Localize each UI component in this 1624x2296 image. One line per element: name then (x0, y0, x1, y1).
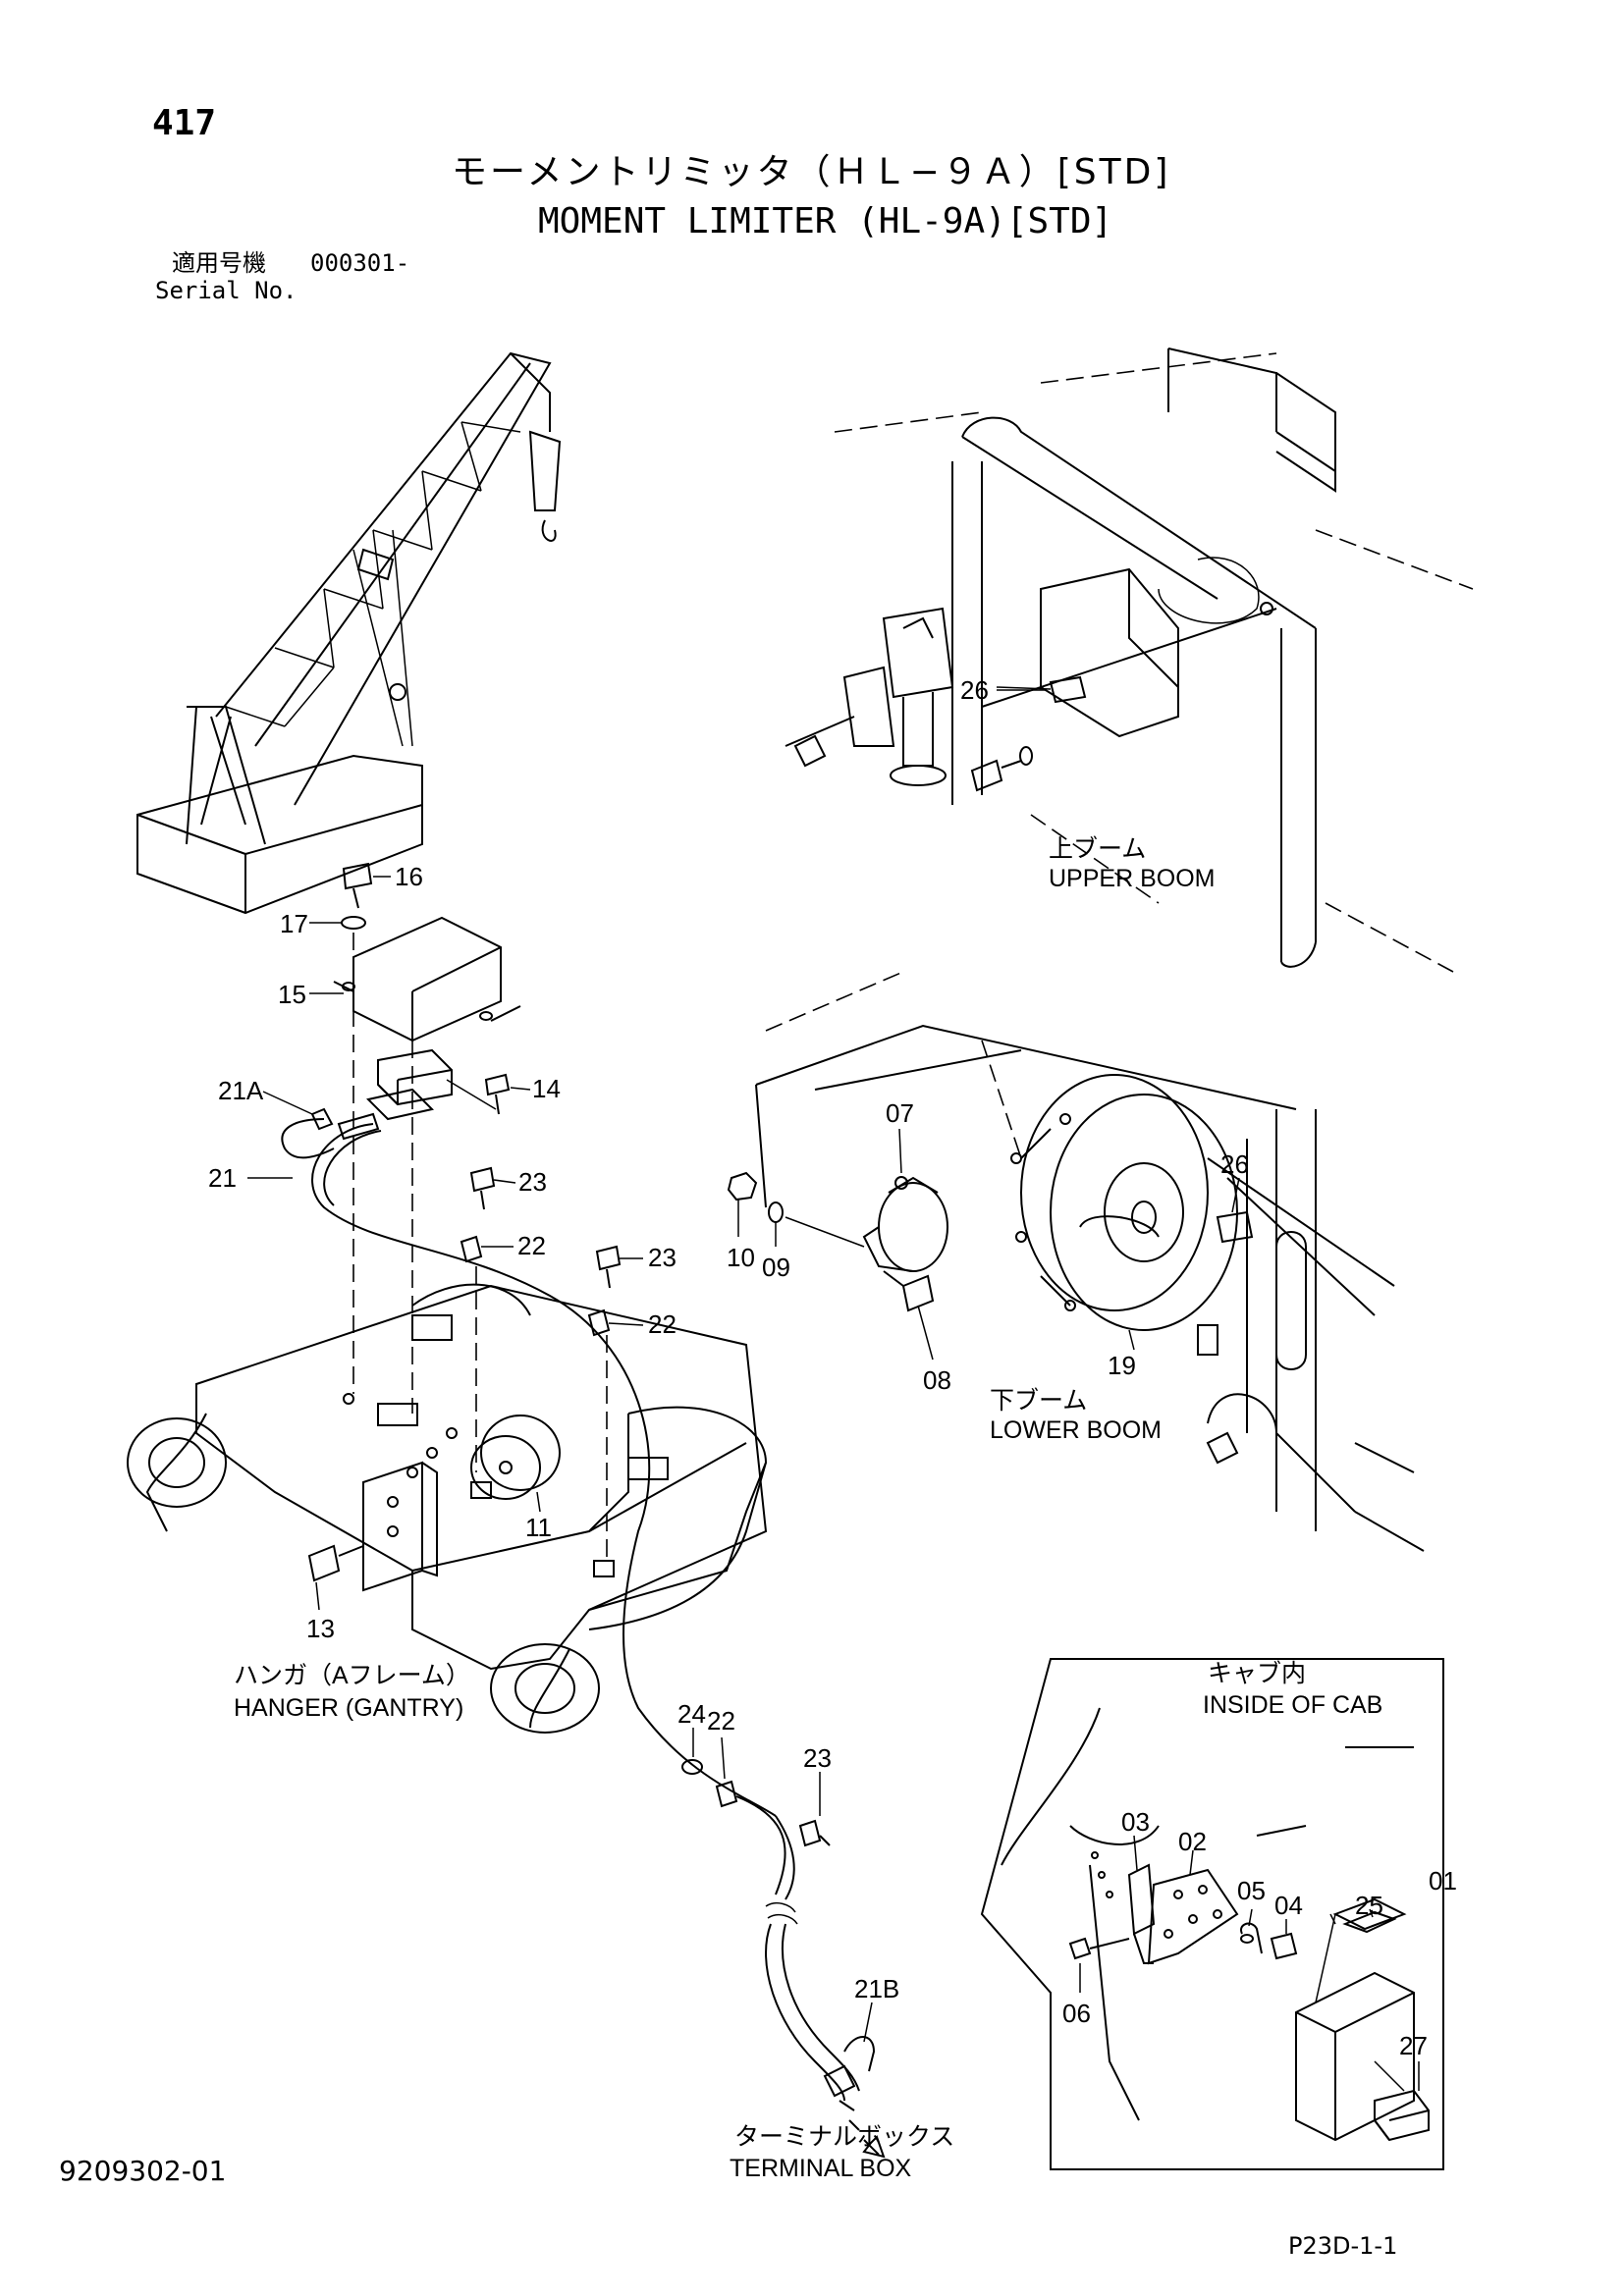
part-label: 17 (280, 909, 308, 938)
cab-caption-en: INSIDE OF CAB (1203, 1691, 1382, 1719)
part-label: 25 (1355, 1891, 1383, 1920)
part-label: 23 (803, 1743, 832, 1773)
part-label: 09 (762, 1253, 790, 1282)
leader-lines (247, 689, 1420, 2091)
lower-boom-caption-en: LOWER BOOM (990, 1416, 1162, 1444)
part-label: 04 (1274, 1891, 1303, 1920)
part-label: 01 (1429, 1866, 1457, 1896)
upper-boom-view (785, 347, 1474, 973)
hanger-caption-en: HANGER (GANTRY) (234, 1694, 463, 1722)
part-label: 14 (532, 1074, 561, 1103)
part-label: 07 (886, 1098, 914, 1128)
page-code: P23D-1-1 (1288, 2232, 1398, 2260)
part-label: 22 (517, 1231, 546, 1260)
page-number: 417 (152, 103, 217, 143)
terminal-box-caption-en: TERMINAL BOX (730, 2155, 912, 2182)
part-label: 02 (1178, 1827, 1207, 1856)
cab-caption-jp: キャブ内 (1208, 1660, 1306, 1687)
part-label: 10 (727, 1243, 755, 1272)
part-label: 11 (525, 1513, 552, 1542)
crane-overview-illustration (136, 351, 562, 915)
page-title-japanese: モーメントリミッタ（ＨＬ−９Ａ）[STD] (452, 152, 1171, 192)
part-label: 21 (208, 1163, 237, 1193)
serial-label-japanese: 適用号機 (172, 249, 266, 277)
terminal-box-caption-jp: ターミナルボックス (734, 2123, 954, 2151)
upper-boom-caption-jp: 上ブーム (1049, 835, 1146, 863)
lower-boom-view (727, 971, 1425, 1552)
part-label: 22 (707, 1706, 735, 1735)
part-label: 27 (1399, 2031, 1428, 2060)
hanger-caption-jp: ハンガ（Aフレーム） (234, 1662, 470, 1689)
serial-number-value: 000301- (310, 249, 410, 277)
part-label: 03 (1121, 1807, 1150, 1837)
part-label: 16 (395, 862, 423, 891)
part-label: 26 (960, 675, 989, 705)
upper-boom-caption-en: UPPER BOOM (1049, 865, 1215, 892)
terminal-box-cable (681, 1759, 886, 2159)
part-label: 24 (677, 1699, 706, 1729)
part-labels: 01 02 03 04 05 06 07 08 09 10 11 13 14 1… (208, 675, 1457, 2060)
inside-cab-detail (980, 1658, 1444, 2170)
lower-boom-caption-jp: 下ブーム (990, 1387, 1087, 1415)
page-title-english: MOMENT LIMITER (HL-9A)[STD] (538, 201, 1113, 241)
part-label: 22 (648, 1309, 677, 1339)
part-label: 15 (278, 980, 306, 1009)
hanger-gantry-view (127, 862, 777, 1817)
serial-label-english: Serial No. (155, 277, 298, 304)
part-label: 13 (306, 1614, 335, 1643)
part-label: 19 (1108, 1351, 1136, 1380)
callout-captions: 上ブーム UPPER BOOM 下ブーム LOWER BOOM ハンガ（Aフレー… (234, 835, 1382, 2182)
part-label: 06 (1062, 1999, 1091, 2028)
document-number: 9209302-01 (59, 2155, 227, 2187)
part-label: 23 (648, 1243, 677, 1272)
part-label: 05 (1237, 1876, 1266, 1905)
part-label: 26 (1220, 1149, 1249, 1179)
part-label: 21A (218, 1076, 264, 1105)
part-label: 23 (518, 1167, 547, 1197)
part-label: 21B (854, 1974, 899, 2003)
part-label: 08 (923, 1365, 951, 1395)
